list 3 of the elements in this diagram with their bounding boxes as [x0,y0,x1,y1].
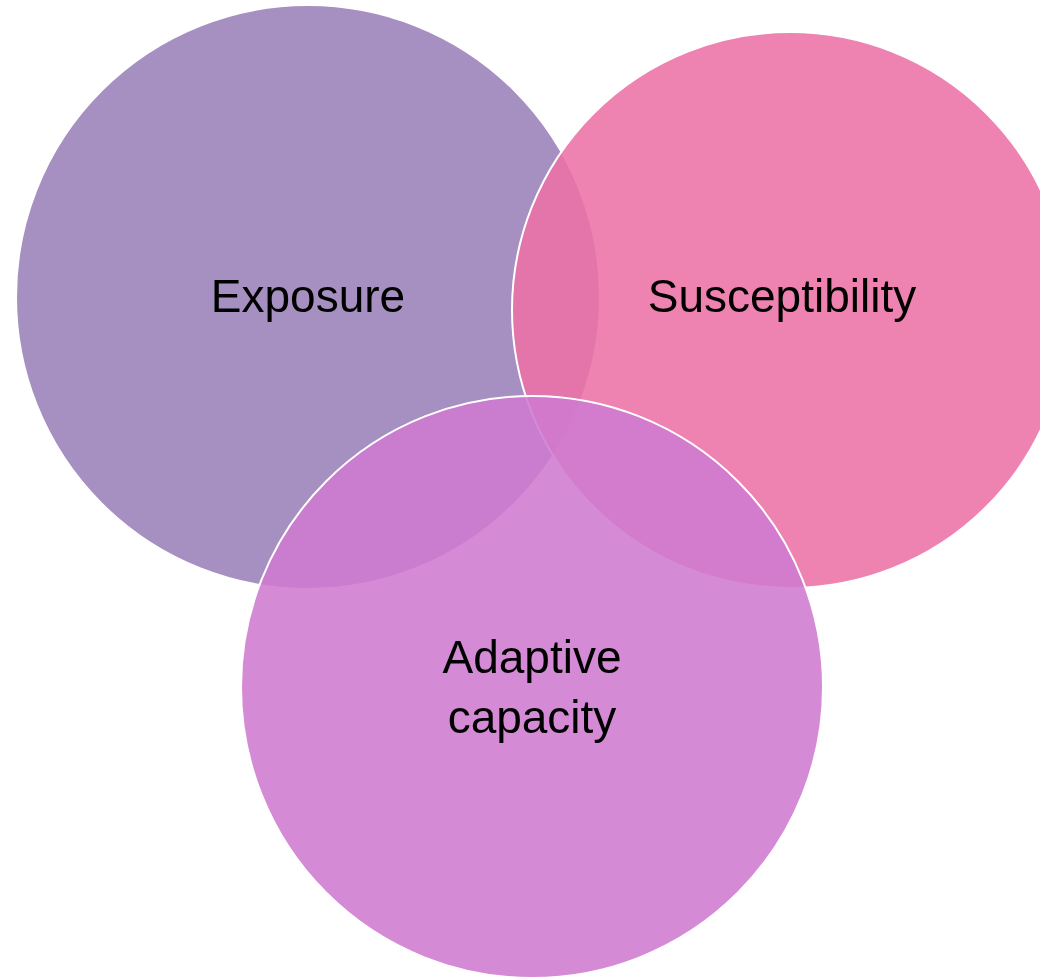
circle-label: Adaptive capacity [441,630,623,745]
circle-label: Exposure [209,269,407,324]
circle-label: Susceptibility [646,269,918,324]
